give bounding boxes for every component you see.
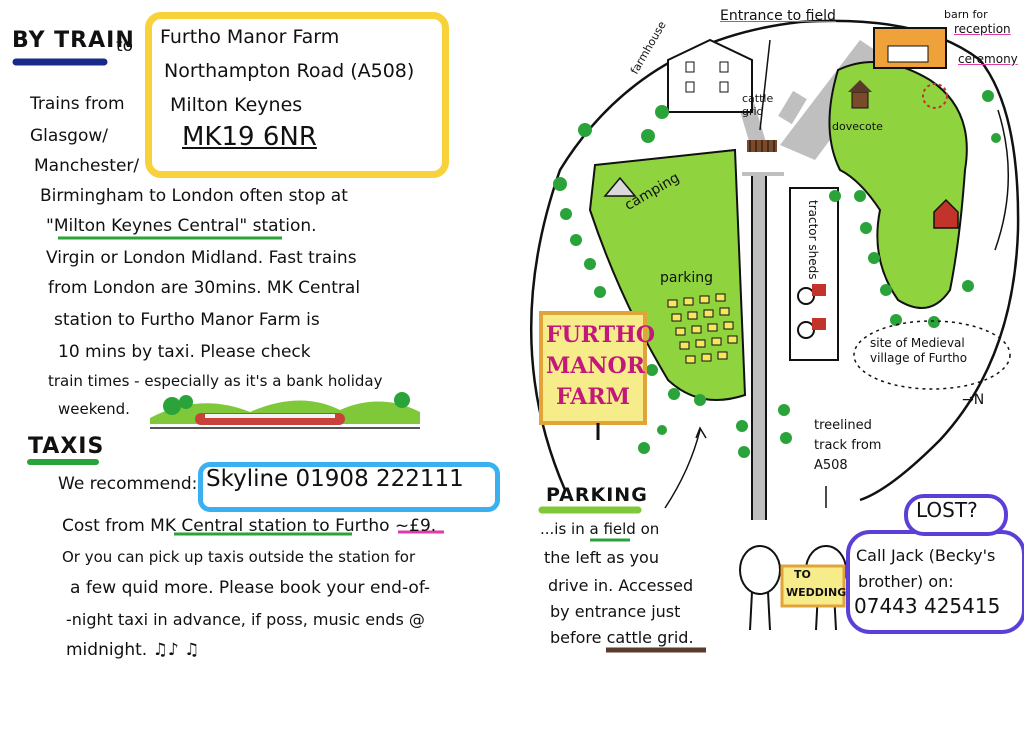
address-line-3: Milton Keynes: [170, 94, 303, 116]
taxis-recommend: We recommend:: [58, 474, 198, 494]
train-line-8: station to Furtho Manor Farm is: [54, 310, 320, 330]
address-line-1: Furtho Manor Farm: [160, 26, 340, 48]
taxi-company: Skyline 01908 222111: [206, 466, 464, 492]
lost-heading-box: [904, 494, 1008, 536]
address-line-2: Northampton Road (A508): [164, 60, 415, 82]
train-line-6: Virgin or London Midland. Fast trains: [46, 248, 357, 268]
train-line-4: Birmingham to London often stop at: [40, 186, 348, 206]
train-line-2: Glasgow/: [30, 126, 108, 146]
taxis-line-5: midnight. ♫♪ ♫: [66, 640, 200, 660]
parking-line-1: ...is in a field on: [540, 520, 660, 538]
label-ceremony: ceremony: [958, 52, 1018, 66]
parking-heading: PARKING: [546, 484, 648, 506]
label-north: →N: [962, 392, 985, 408]
lost-line-1: Call Jack (Becky's: [856, 546, 996, 565]
taxis-line-4: -night taxi in advance, if poss, music e…: [66, 610, 425, 629]
lost-line-2: brother) on:: [858, 572, 954, 591]
by-train-to: to: [116, 36, 134, 56]
train-line-1: Trains from: [30, 94, 125, 114]
label-entrance: Entrance to field: [720, 8, 836, 24]
label-barn: barn for: [944, 8, 988, 21]
train-line-5: "Milton Keynes Central" station.: [46, 216, 317, 236]
parking-line-5: before cattle grid.: [550, 628, 694, 647]
parking-line-4: by entrance just: [550, 602, 681, 621]
label-cattle-grid: cattle grid: [742, 92, 774, 118]
taxis-line-2: Or you can pick up taxis outside the sta…: [62, 548, 416, 566]
farm-sign-line-1: FURTHO: [546, 322, 656, 348]
train-line-11: weekend.: [58, 400, 130, 418]
farm-sign-line-2: MANOR: [546, 353, 645, 379]
train-line-10: train times - especially as it's a bank …: [48, 372, 383, 390]
train-line-7: from London are 30mins. MK Central: [48, 278, 361, 298]
taxis-line-1: Cost from MK Central station to Furtho ~…: [62, 516, 437, 536]
lost-heading: LOST?: [916, 498, 978, 522]
train-line-3: Manchester/: [34, 156, 140, 176]
address-postcode: MK19 6NR: [182, 122, 317, 152]
taxi-company-box: [198, 462, 500, 512]
wedding-sign-to: TO: [794, 568, 811, 581]
wedding-sign-wedding: WEDDING: [786, 586, 847, 599]
address-box: [145, 12, 449, 178]
parking-line-3: drive in. Accessed: [548, 576, 694, 595]
farm-sign: FURTHO MANOR FARM: [546, 320, 656, 413]
label-medieval-village: site of Medieval village of Furtho: [870, 336, 968, 365]
label-treelined-track: treelined track from A508: [814, 418, 882, 473]
farm-sign-line-3: FARM: [555, 384, 631, 410]
parking-line-2: the left as you: [544, 548, 659, 567]
by-train-heading: BY TRAIN: [12, 28, 135, 53]
label-dovecote: dovecote: [832, 120, 883, 133]
label-reception: reception: [954, 22, 1011, 36]
train-line-9: 10 mins by taxi. Please check: [58, 342, 311, 362]
label-parking: parking: [660, 270, 713, 286]
taxis-heading: TAXIS: [28, 434, 105, 459]
lost-phone: 07443 425415: [854, 594, 1001, 618]
taxis-line-3: a few quid more. Please book your end-of…: [70, 578, 431, 598]
label-tractor-sheds: tractor sheds: [806, 200, 820, 280]
